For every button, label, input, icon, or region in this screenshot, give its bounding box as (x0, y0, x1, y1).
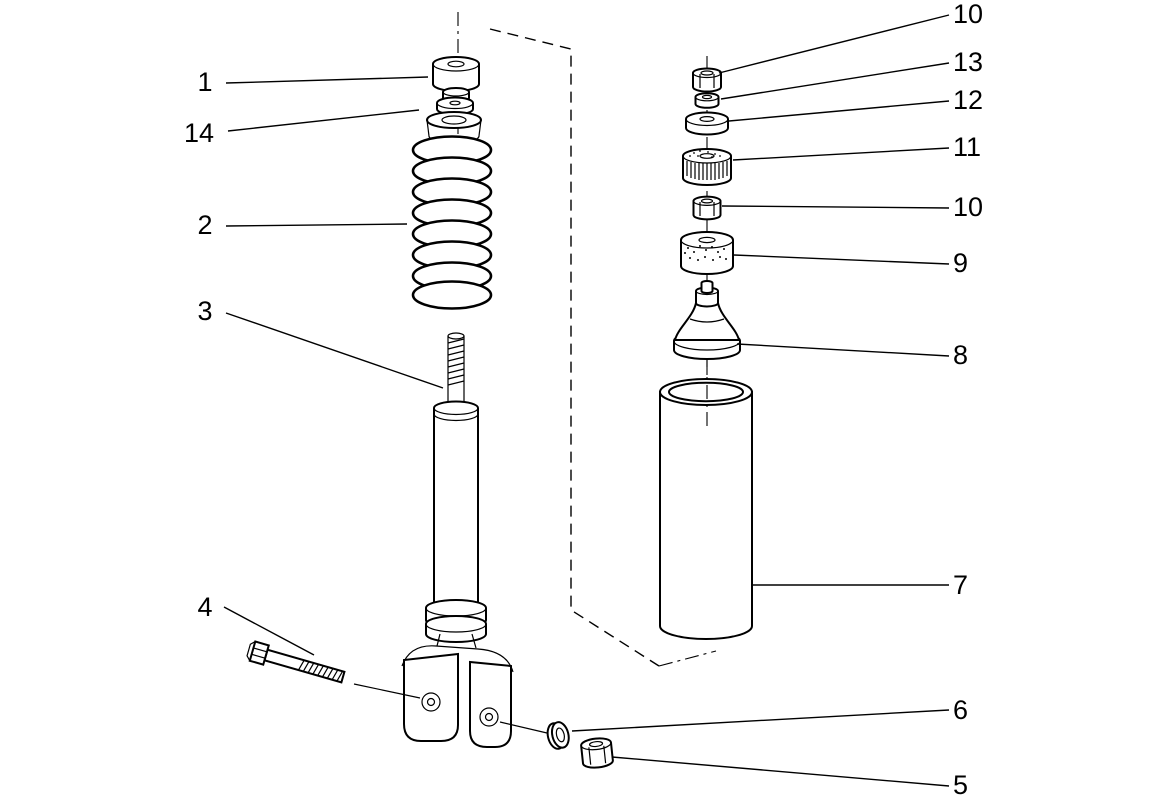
serrated-bushing-drawing (682, 148, 732, 186)
leader-line-2 (225, 223, 408, 227)
leader-line-6 (571, 709, 950, 732)
callout-2: 2 (197, 210, 212, 240)
callout-4: 4 (197, 592, 212, 622)
callouts: 1 14 2 3 4 10 13 12 11 10 9 8 7 6 5 (184, 0, 983, 800)
mounting-bolt-drawing (246, 640, 346, 684)
fold-line (489, 28, 717, 667)
callout-12: 12 (953, 85, 983, 115)
left-assembly (246, 56, 548, 748)
lock-nut-lower-drawing (692, 195, 722, 221)
clevis-bracket-drawing (353, 633, 548, 748)
rubber-bushing-drawing (680, 231, 734, 275)
leader-line-12 (728, 100, 950, 122)
leader-line-9 (733, 254, 950, 265)
leader-line-13 (720, 62, 950, 100)
callout-5: 5 (953, 770, 968, 800)
leader-line-5 (611, 756, 950, 787)
callout-11: 11 (953, 132, 981, 162)
callout-10-lower: 10 (953, 192, 983, 222)
callout-9: 9 (953, 248, 968, 278)
leader-line-14 (227, 109, 420, 132)
callout-10-top: 10 (953, 0, 983, 29)
right-assembly (546, 67, 753, 769)
leader-line-10-lower (721, 205, 950, 209)
callout-1: 1 (197, 67, 212, 97)
callout-7: 7 (953, 570, 968, 600)
coil-spring-drawing (411, 135, 493, 310)
small-washer-drawing (694, 92, 720, 109)
callout-14: 14 (184, 118, 214, 148)
leader-line-10-top (718, 14, 950, 74)
callout-3: 3 (197, 296, 212, 326)
lock-nut-top-drawing (692, 67, 722, 93)
leader-line-4 (223, 606, 315, 656)
callout-13: 13 (953, 47, 983, 77)
callout-6: 6 (953, 695, 968, 725)
flat-washer-drawing (685, 111, 729, 136)
outer-tube-drawing (659, 358, 753, 640)
piston-rod-drawing (447, 332, 465, 410)
spacer-washer-drawing (546, 721, 570, 750)
leader-line-11 (732, 147, 950, 161)
callout-8: 8 (953, 340, 968, 370)
leader-line-1 (225, 76, 429, 84)
leader-line-8 (736, 343, 950, 357)
shock-body-drawing (425, 400, 487, 643)
leader-line-3 (225, 312, 444, 389)
dust-boot-drawing (673, 280, 741, 360)
hex-nut-drawing (580, 737, 614, 769)
